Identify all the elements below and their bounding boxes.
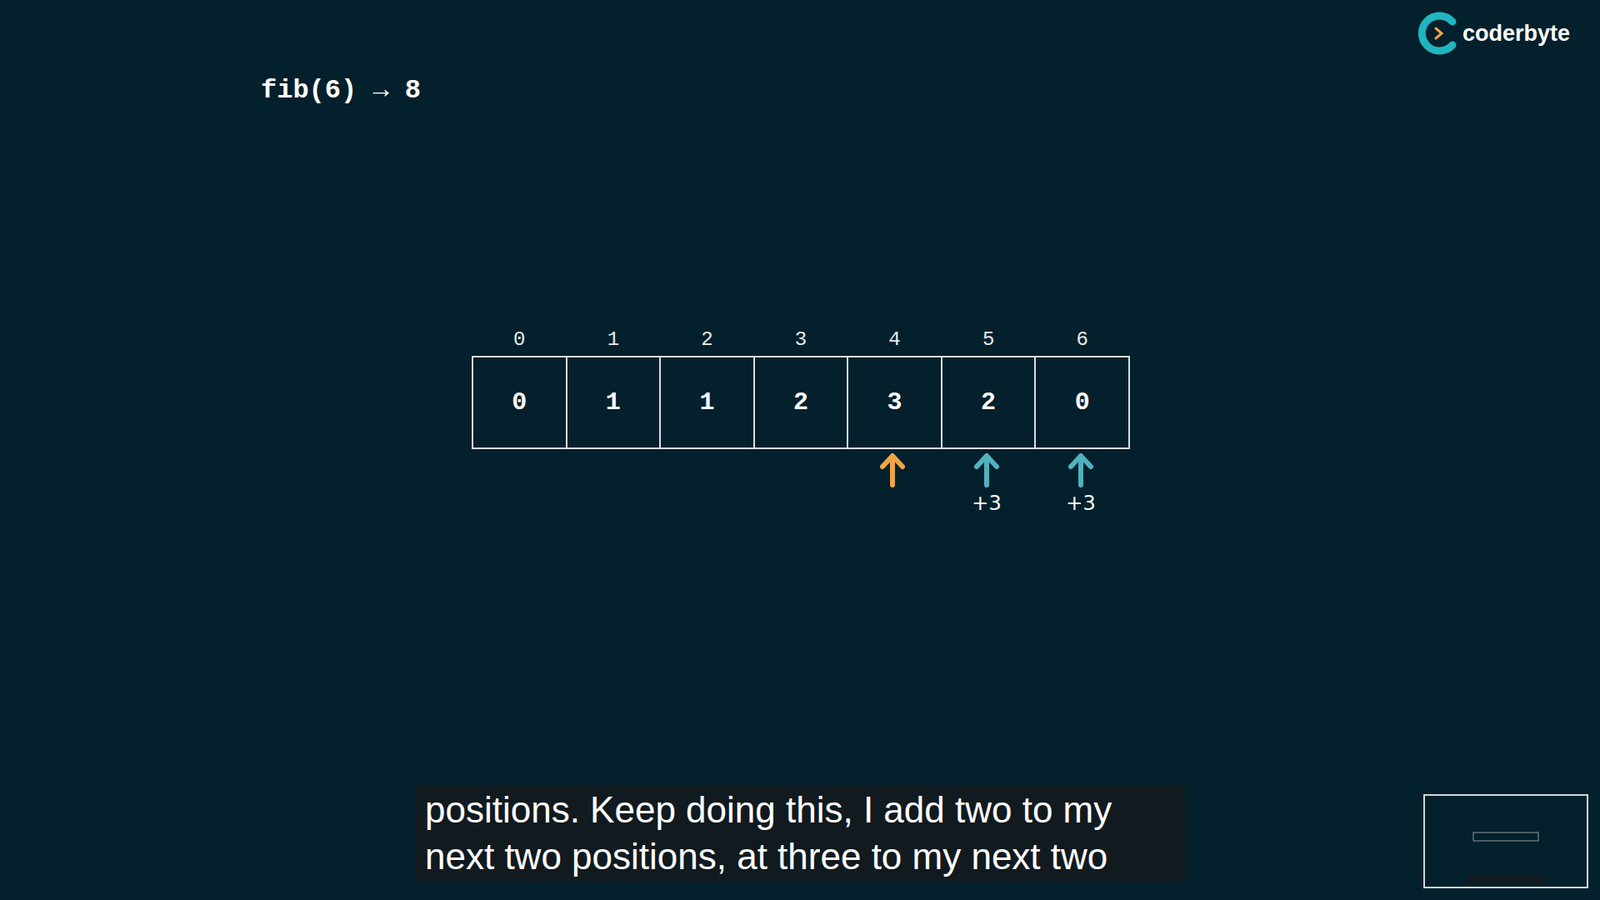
array-cell: 60 [1034, 355, 1130, 450]
subtitle-box: positions. Keep doing this, I add two to… [415, 785, 1185, 882]
logo-text: coderbyte [1462, 20, 1570, 47]
array-cell: 00 [471, 355, 568, 450]
array-cell: 21 [659, 355, 755, 450]
thumbnail [1424, 795, 1588, 888]
array-cell: 11 [565, 355, 662, 450]
cell-value: 0 [473, 388, 566, 417]
logo-icon [1421, 15, 1453, 51]
index-label: 4 [848, 328, 941, 351]
index-label: 3 [755, 328, 848, 351]
array-cell: 52 [940, 355, 1037, 450]
array-cell: 32 [753, 355, 850, 450]
increment-label: +3 [971, 491, 1001, 515]
heading: fib(6) → 8 [260, 75, 421, 106]
cell-value: 0 [1035, 388, 1129, 417]
cell-value: 3 [848, 388, 941, 417]
index-label: 6 [1035, 328, 1129, 351]
index-label: 5 [942, 328, 1035, 351]
subtitle: positions. Keep doing this, I add two to… [415, 785, 1185, 882]
cell-value: 1 [567, 388, 660, 417]
cell-value: 2 [755, 388, 848, 417]
index-label: 1 [567, 328, 660, 351]
index-label: 2 [660, 328, 754, 351]
pointer-arrow [882, 455, 1091, 485]
increment-label: +3 [1065, 491, 1095, 515]
cell-value: 1 [660, 388, 754, 417]
cell-value: 2 [942, 388, 1035, 417]
array-cell: 43 [846, 355, 943, 450]
index-label: 0 [473, 328, 566, 351]
